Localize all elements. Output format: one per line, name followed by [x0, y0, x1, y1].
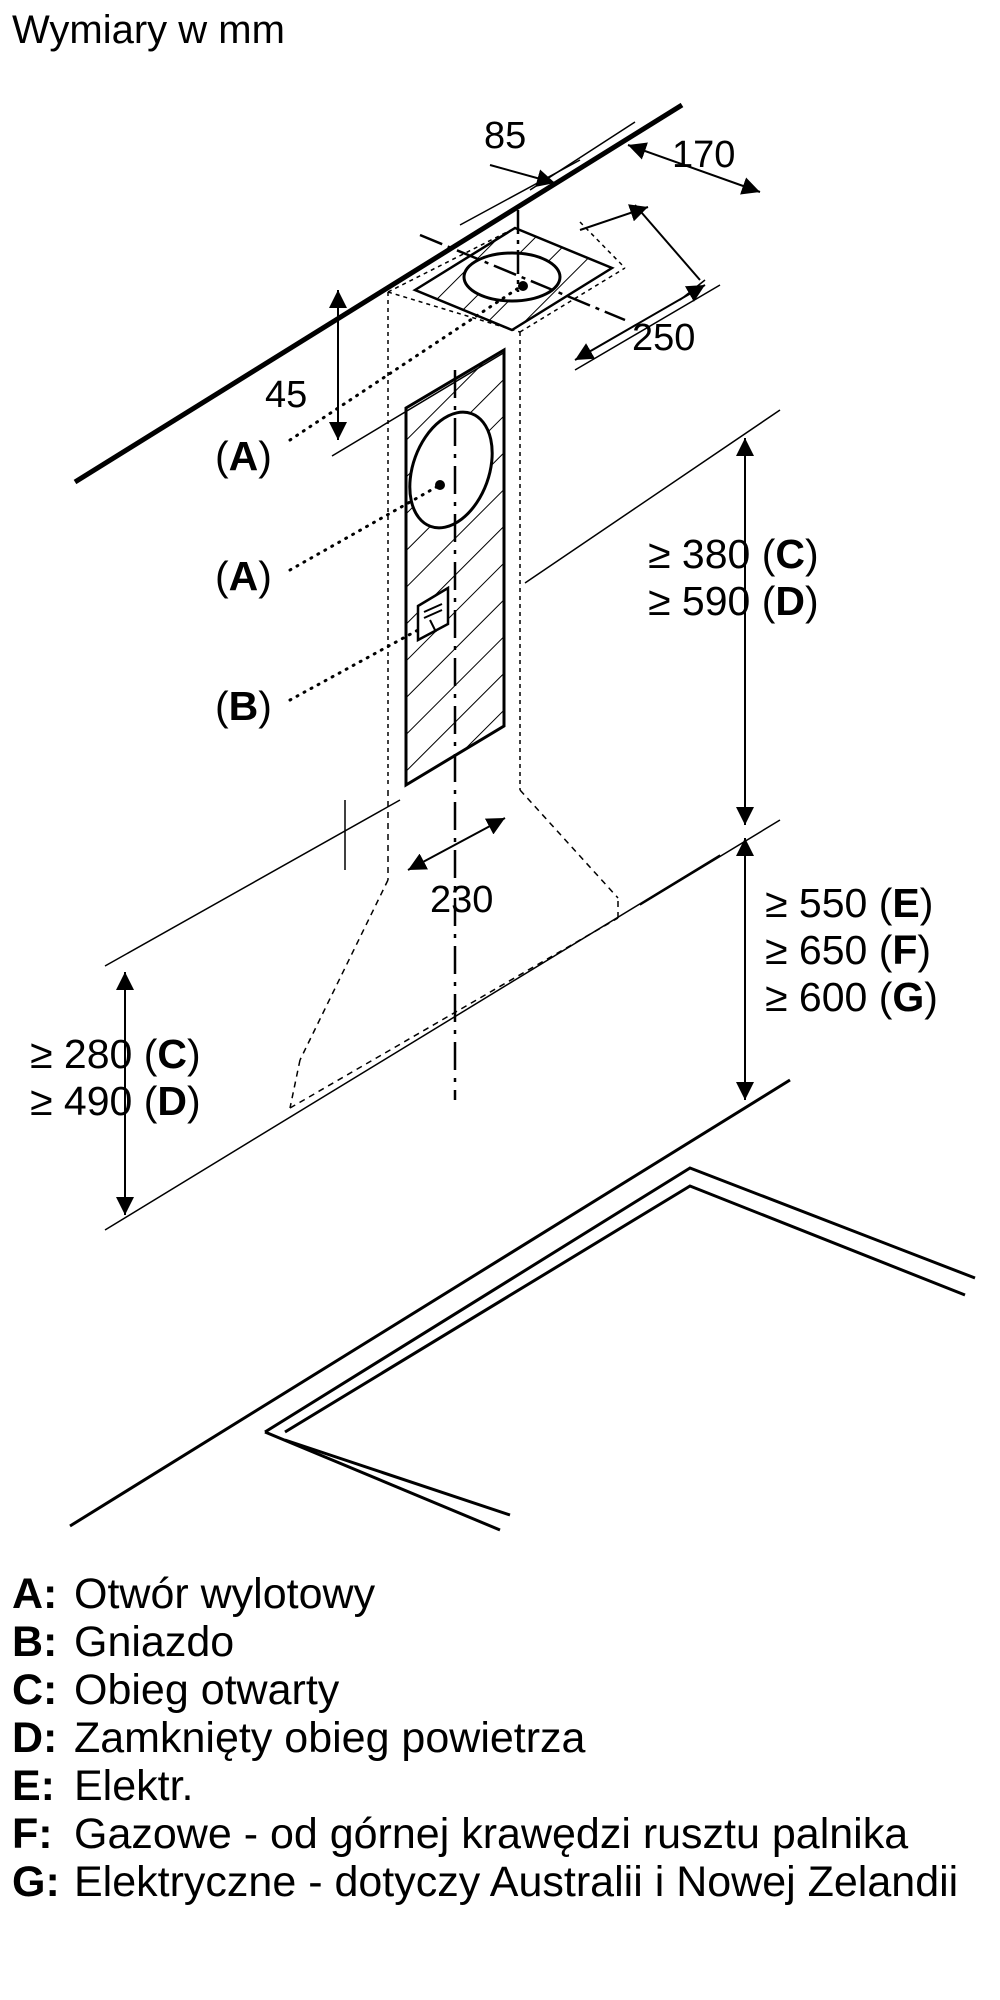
- legend-text: Gazowe - od górnej krawędzi rusztu palni…: [74, 1810, 909, 1858]
- wall-panel: [404, 347, 506, 1100]
- legend: A: Otwór wylotowy B: Gniazdo C: Obieg ot…: [12, 1570, 958, 1906]
- legend-item: D: Zamknięty obieg powietrza: [12, 1714, 958, 1762]
- dim-250-label: 250: [632, 317, 695, 359]
- dim-170-label: 170: [672, 134, 735, 176]
- callout-b: (B): [215, 683, 272, 729]
- legend-item: C: Obieg otwarty: [12, 1666, 958, 1714]
- clearance-left-d: ≥ 490 (D): [30, 1078, 201, 1124]
- ceiling-line: [73, 102, 684, 485]
- chimney-outline: [387, 221, 626, 790]
- legend-text: Obieg otwarty: [74, 1666, 340, 1714]
- dim-85-label: 85: [484, 115, 526, 157]
- legend-key: C:: [12, 1666, 58, 1714]
- clearance-lower-g: ≥ 600 (G): [765, 974, 938, 1020]
- ceiling-cutout: [412, 210, 626, 332]
- callout-leaders: [288, 285, 522, 702]
- legend-text: Elektr.: [74, 1762, 194, 1810]
- dim-230-label: 230: [430, 879, 493, 921]
- dim-45-label: 45: [265, 374, 307, 416]
- legend-item: G: Elektryczne - dotyczy Australii i Now…: [12, 1858, 958, 1906]
- hood-outline: [289, 789, 619, 1109]
- legend-text: Otwór wylotowy: [74, 1570, 376, 1618]
- callout-a-top: (A): [215, 433, 272, 479]
- dimension-arrows: [116, 142, 761, 1215]
- clearance-upper-d: ≥ 590 (D): [648, 578, 819, 624]
- clearance-lower-f: ≥ 650 (F): [765, 927, 931, 973]
- legend-text: Gniazdo: [74, 1618, 235, 1666]
- clearance-upper-c: ≥ 380 (C): [648, 531, 819, 577]
- clearance-left-c: ≥ 280 (C): [30, 1031, 201, 1077]
- legend-text: Elektryczne - dotyczy Australii i Nowej …: [74, 1858, 959, 1906]
- legend-item: B: Gniazdo: [12, 1618, 958, 1666]
- cooktop: [69, 1078, 976, 1532]
- callout-a-middle: (A): [215, 553, 272, 599]
- legend-item: A: Otwór wylotowy: [12, 1570, 958, 1618]
- legend-key: D:: [12, 1714, 58, 1762]
- legend-key: F:: [12, 1810, 53, 1858]
- legend-item: F: Gazowe - od górnej krawędzi rusztu pa…: [12, 1810, 958, 1858]
- legend-key: E:: [12, 1762, 55, 1810]
- clearance-lower-e: ≥ 550 (E): [765, 880, 933, 926]
- page-title: Wymiary w mm: [12, 8, 285, 52]
- legend-key: B:: [12, 1618, 58, 1666]
- legend-item: E: Elektr.: [12, 1762, 958, 1810]
- legend-text: Zamknięty obieg powietrza: [74, 1714, 586, 1762]
- legend-key: G:: [12, 1858, 60, 1906]
- legend-key: A:: [12, 1570, 58, 1618]
